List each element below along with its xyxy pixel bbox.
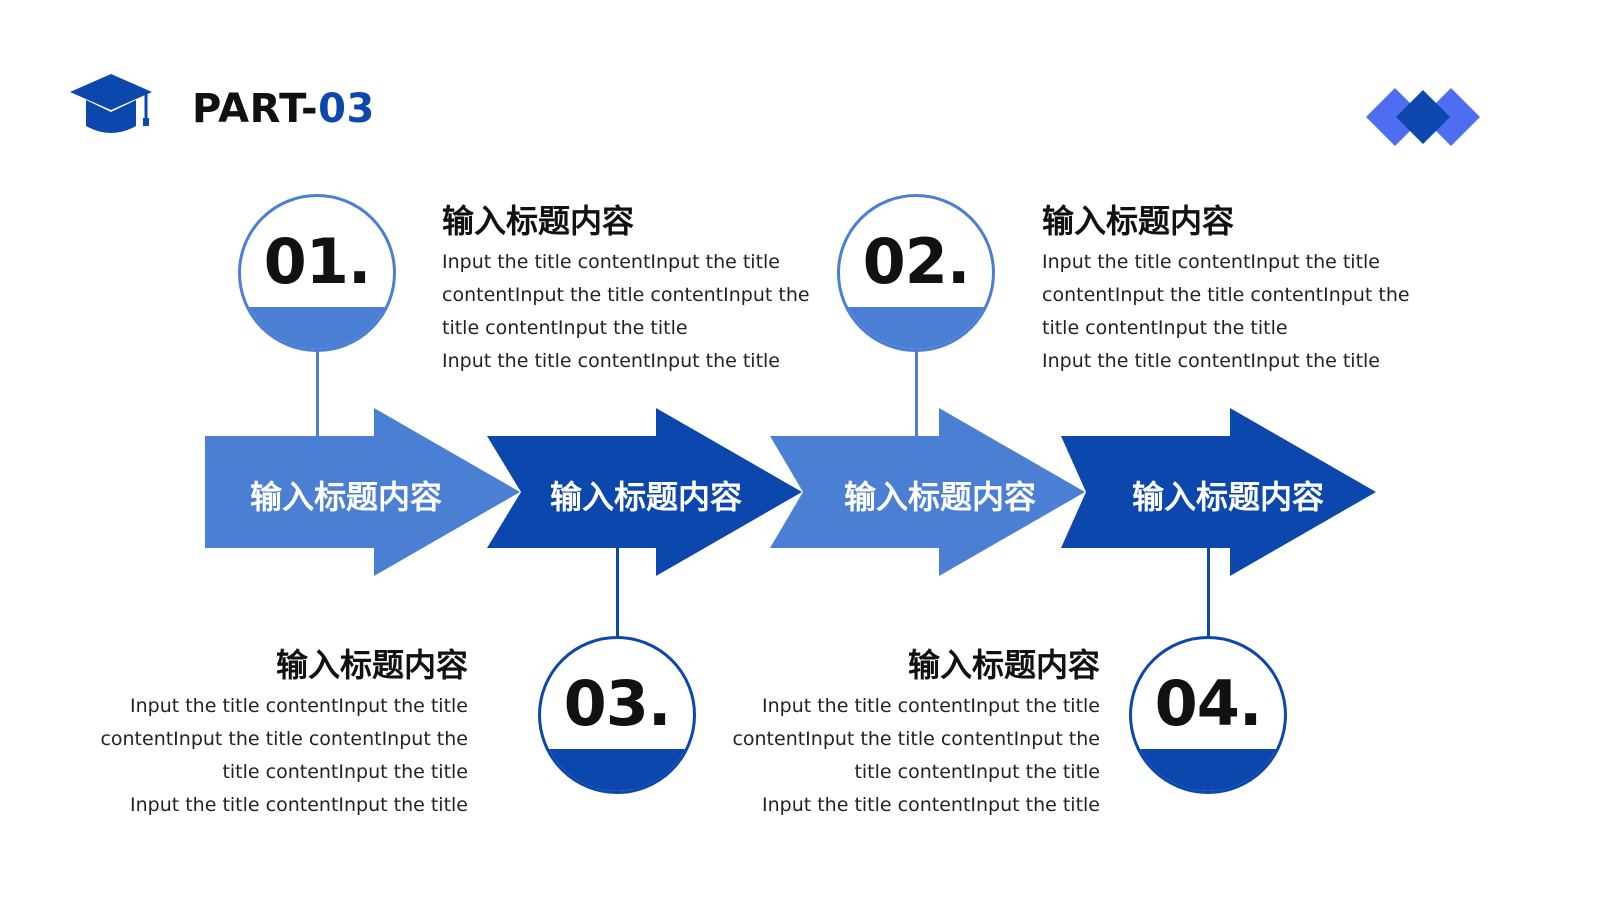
step-2-body-line: title contentInput the title [1042, 317, 1288, 339]
step-4-body: Input the title contentInput the title c… [710, 690, 1100, 822]
step-2-body-line: Input the title contentInput the title [1042, 251, 1380, 273]
step-1-body-line: title contentInput the title [442, 317, 688, 339]
step-2-number: 02. [862, 225, 971, 298]
step-3-body-line: title contentInput the title [222, 761, 468, 783]
step-3-fill [541, 749, 693, 791]
step-4-fill [1132, 749, 1284, 791]
page-title: PART-03 [192, 86, 375, 132]
step-1-body-line: Input the title contentInput the title [442, 350, 780, 372]
arrow-4 [1061, 408, 1376, 576]
step-2-body-line: Input the title contentInput the title [1042, 350, 1380, 372]
arrow-1 [205, 408, 520, 576]
step-1-body-line: Input the title contentInput the title [442, 251, 780, 273]
step-4-badge: 04. [1129, 636, 1287, 794]
step-2-title: 输入标题内容 [1042, 202, 1235, 240]
step-3-body-line: Input the title contentInput the title [130, 794, 468, 816]
step-1-fill [241, 307, 393, 349]
step-3-body-line: Input the title contentInput the title [130, 695, 468, 717]
step-3-body: Input the title contentInput the title c… [78, 690, 468, 822]
step-2-fill [840, 307, 992, 349]
graduation-cap-icon [70, 74, 152, 133]
step-2-connector [915, 349, 918, 437]
step-3-body-line: contentInput the title contentInput the [100, 728, 468, 750]
step-2-badge: 02. [837, 194, 995, 352]
step-4-body-line: Input the title contentInput the title [762, 794, 1100, 816]
step-1-body-line: contentInput the title contentInput the [442, 284, 810, 306]
step-3-badge: 03. [538, 636, 696, 794]
step-4-connector [1207, 548, 1210, 638]
page-title-prefix: PART- [192, 86, 319, 132]
arrow-1-label: 输入标题内容 [249, 478, 442, 516]
step-4-body-line: Input the title contentInput the title [762, 695, 1100, 717]
step-3-number: 03. [563, 667, 672, 740]
diamond-cluster-icon [1366, 88, 1480, 146]
arrow-2 [487, 408, 802, 576]
arrow-4-label: 输入标题内容 [1131, 478, 1324, 516]
step-2-body: Input the title contentInput the title c… [1042, 246, 1432, 378]
step-1-body: Input the title contentInput the title c… [442, 246, 832, 378]
step-4-body-line: contentInput the title contentInput the [732, 728, 1100, 750]
step-4-number: 04. [1154, 667, 1263, 740]
step-1-connector [316, 349, 319, 437]
step-3-title: 输入标题内容 [275, 646, 468, 684]
step-2-body-line: contentInput the title contentInput the [1042, 284, 1410, 306]
step-4-body-line: title contentInput the title [854, 761, 1100, 783]
arrow-2-label: 输入标题内容 [549, 478, 742, 516]
page-title-number: 03 [318, 86, 375, 132]
step-1-title: 输入标题内容 [442, 202, 635, 240]
step-1-badge: 01. [238, 194, 396, 352]
arrow-3 [770, 408, 1085, 576]
step-4-title: 输入标题内容 [907, 646, 1100, 684]
step-3-connector [616, 548, 619, 638]
arrow-3-label: 输入标题内容 [843, 478, 1036, 516]
step-1-number: 01. [263, 225, 372, 298]
